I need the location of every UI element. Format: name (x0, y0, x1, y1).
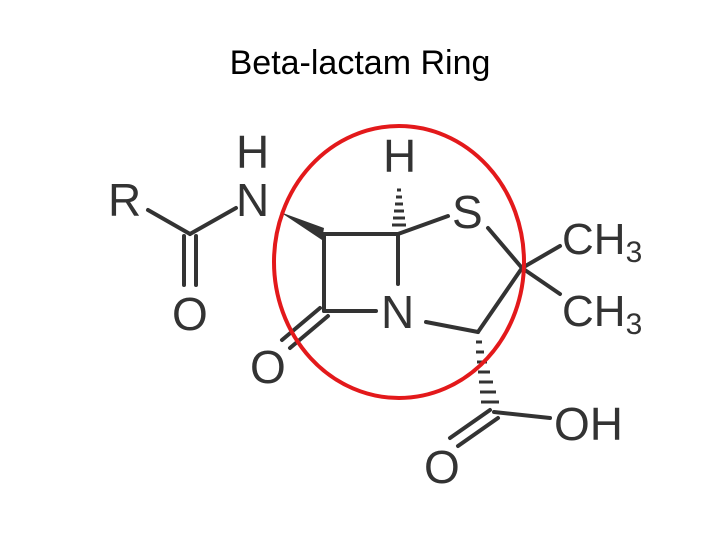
atom-ring-h: H (383, 130, 416, 182)
bond-c-s (396, 214, 450, 236)
bond-cme2-cacid (476, 266, 524, 334)
hashed-bond-cooh (476, 340, 499, 404)
atom-ring-s: S (452, 186, 483, 238)
hashed-bond-h (392, 188, 406, 227)
bond-cme2-ch3-bottom (520, 266, 562, 296)
atom-nh-n: N (236, 174, 269, 226)
atom-amide-o: O (172, 288, 208, 340)
atom-acid-o: O (424, 441, 460, 493)
bond-cooh-o-1 (448, 408, 492, 440)
atom-acid-oh: OH (554, 398, 623, 450)
atom-ring-n: N (381, 286, 414, 338)
beta-lactam-highlight-circle (272, 124, 526, 400)
slide-title: Beta-lactam Ring (229, 44, 491, 82)
bond-lactam-o-2 (288, 314, 330, 350)
atom-ch3-top: CH3 (562, 215, 642, 269)
atom-lactam-o: O (250, 341, 286, 393)
bond-lactam-o-1 (280, 306, 322, 342)
bond-r-carbonyl (146, 208, 192, 236)
bond-lines (146, 206, 562, 448)
atom-ch3-bottom: CH3 (562, 287, 642, 341)
bond-s-cme2 (486, 226, 524, 270)
bond-cooh-oh (492, 410, 552, 420)
bond-cme2-ch3-top (520, 244, 562, 270)
atom-r: R (108, 174, 141, 226)
bond-cacid-n (424, 320, 480, 334)
atom-nh-h: H (236, 126, 269, 178)
bond-cooh-o-2 (456, 416, 500, 448)
bond-carbonyl-n (188, 206, 238, 236)
wedge-bond-n-c (280, 212, 324, 240)
